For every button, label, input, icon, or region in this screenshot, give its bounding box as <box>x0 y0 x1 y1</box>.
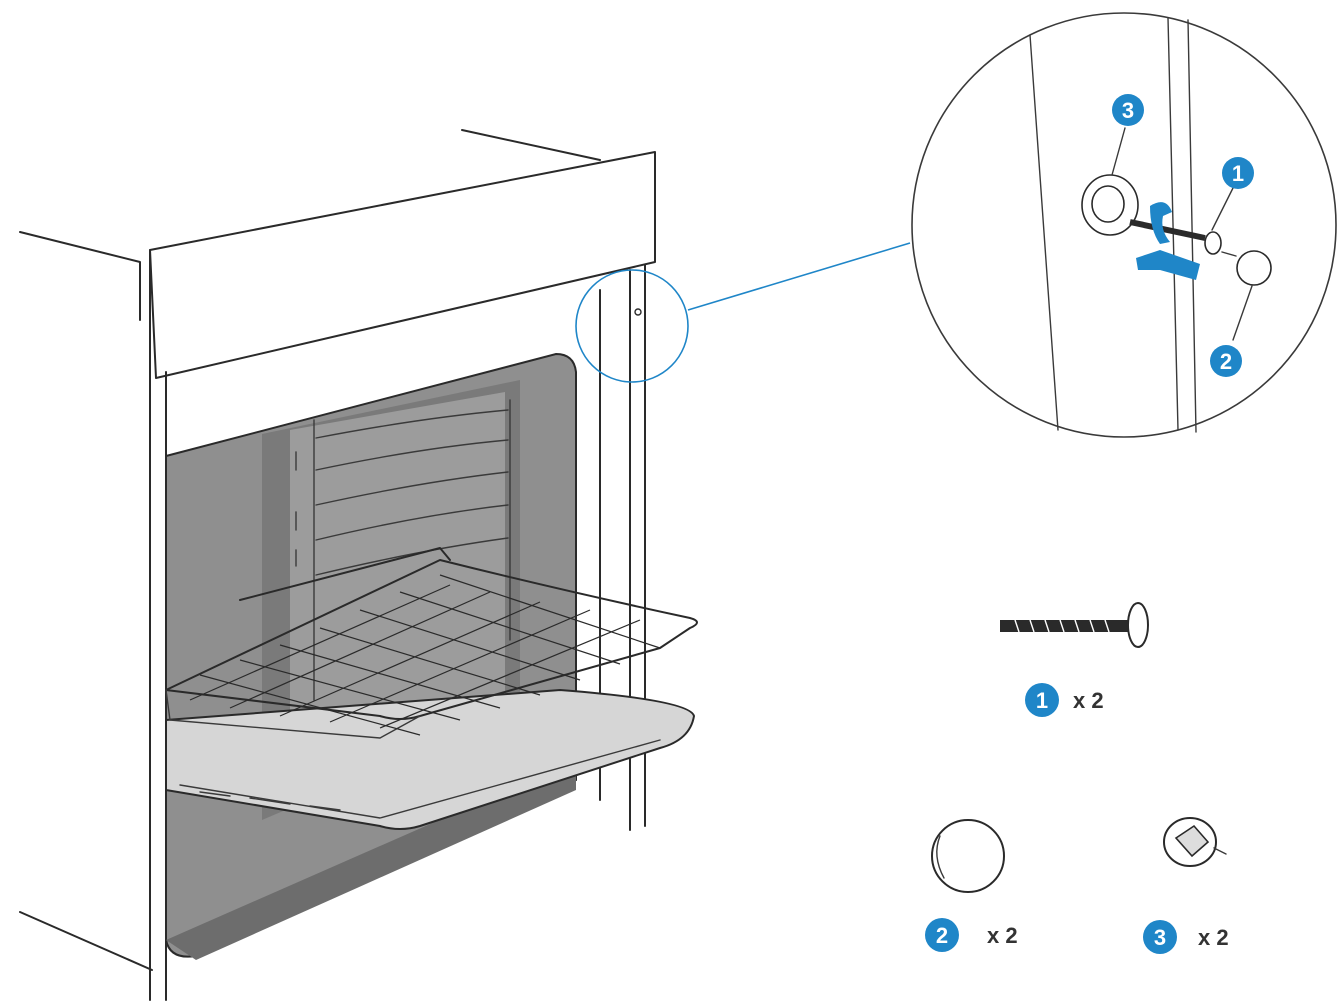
parts-list: 1 x 2 2 x 2 3 x 2 <box>925 602 1229 954</box>
svg-text:x 2: x 2 <box>987 923 1018 948</box>
push-arrow-icon <box>1136 250 1200 280</box>
callout-2: 2 <box>1210 345 1242 377</box>
screw-icon <box>1000 602 1149 648</box>
clip-icon <box>1163 817 1227 867</box>
svg-text:1: 1 <box>1232 161 1244 186</box>
parts-item-1: 1 x 2 <box>1025 683 1104 717</box>
screw-icon <box>1129 219 1222 255</box>
clip-icon <box>1081 174 1139 236</box>
parts-item-3: 3 x 2 <box>1143 920 1229 954</box>
svg-text:x 2: x 2 <box>1073 688 1104 713</box>
callout-1: 1 <box>1222 157 1254 189</box>
svg-text:2: 2 <box>1220 349 1232 374</box>
callout-3: 3 <box>1112 94 1144 126</box>
svg-text:1: 1 <box>1036 688 1048 713</box>
detail-origin <box>575 242 911 383</box>
svg-text:x 2: x 2 <box>1198 925 1229 950</box>
baking-tray <box>165 688 696 830</box>
wire-rack <box>165 547 698 739</box>
shelf-rails <box>295 399 511 701</box>
oven-body <box>149 151 656 1001</box>
cabinet <box>19 129 601 971</box>
svg-text:3: 3 <box>1122 98 1134 123</box>
cap-icon <box>1221 250 1272 286</box>
cap-icon <box>931 819 1005 893</box>
svg-text:3: 3 <box>1154 925 1166 950</box>
parts-item-2: 2 x 2 <box>925 918 1018 952</box>
detail-magnifier <box>911 12 1337 438</box>
svg-text:2: 2 <box>936 923 948 948</box>
